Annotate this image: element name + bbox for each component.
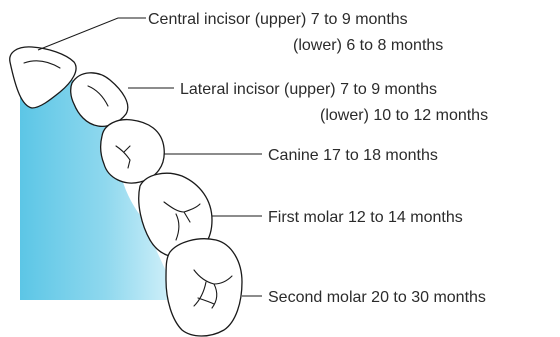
second-molar-tooth xyxy=(166,239,242,336)
lateral-incisor-label: Lateral incisor (upper) 7 to 9 months xyxy=(180,81,437,98)
second-molar-label: Second molar 20 to 30 months xyxy=(268,289,486,306)
central-incisor-label: Central incisor (upper) 7 to 9 months xyxy=(148,11,408,28)
canine-label: Canine 17 to 18 months xyxy=(268,147,438,164)
canine-tooth xyxy=(101,120,165,183)
first-molar-label: First molar 12 to 14 months xyxy=(268,209,463,226)
lateral-incisor-lower-label: (lower) 10 to 12 months xyxy=(320,107,488,124)
central-incisor-leader xyxy=(38,18,146,50)
central-incisor-lower-label: (lower) 6 to 8 months xyxy=(293,37,443,54)
